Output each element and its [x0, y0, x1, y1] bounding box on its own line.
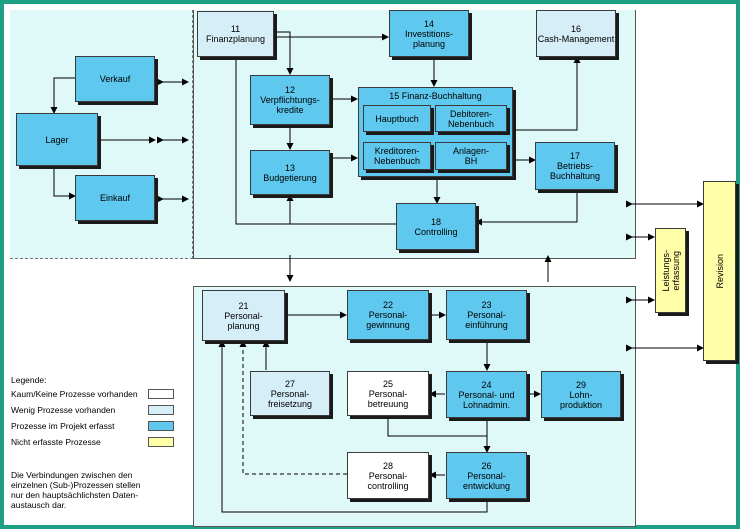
legend-label-few: Wenig Prozesse vorhanden: [11, 405, 116, 415]
box-14-investitionsplanung: 14 Investitions- planung: [389, 10, 469, 57]
box-17-betriebsbuchhaltung: 17 Betriebs- Buchhaltung: [535, 142, 615, 190]
box-28-personalcontrolling: 28 Personal- controlling: [347, 452, 429, 499]
legend-label-none: Kaum/Keine Prozesse vorhanden: [11, 389, 138, 399]
legend-swatch-few: [148, 405, 174, 415]
legend-note: Die Verbindungen zwischen den einzelnen …: [11, 470, 141, 510]
box-24-personal-lohnadmin: 24 Personal- und Lohnadmin.: [446, 371, 527, 418]
edge-verkauf-lager: [50, 74, 81, 114]
edge-28-21: [239, 340, 347, 475]
box-lager: Lager: [16, 113, 98, 166]
box-kreditoren-nebenbuch: Kreditoren- Nebenbuch: [363, 142, 431, 170]
box-leistungserfassung: Leistungs- erfassung: [655, 228, 686, 313]
legend-label-not-captured: Nicht erfasste Prozesse: [11, 437, 101, 447]
legend-swatch-captured: [148, 421, 174, 431]
box-22-personalgewinnung: 22 Personal- gewinnung: [347, 290, 429, 340]
box-18-controlling: 18 Controlling: [396, 203, 476, 250]
edge-11-12: [274, 31, 294, 75]
edge-18-11: [232, 49, 396, 225]
edge-17-18: [475, 190, 578, 226]
edge-15-16: [512, 56, 581, 131]
box-anlagen-bh: Anlagen- BH: [435, 142, 507, 170]
box-29-lohnproduktion: 29 Lohn- produktion: [541, 371, 621, 418]
legend-swatch-none: [148, 389, 174, 399]
revision-label: Revision: [714, 253, 725, 289]
box-11-finanzplanung: 11 Finanzplanung: [197, 11, 274, 57]
legend-label-captured: Prozesse im Projekt erfasst: [11, 421, 115, 431]
legend-swatch-not-captured: [148, 437, 174, 447]
box-12-verpflichtungskredite: 12 Verpflichtungs- kredite: [250, 75, 330, 125]
box-hauptbuch: Hauptbuch: [363, 105, 431, 132]
box-13-budgetierung: 13 Budgetierung: [250, 150, 330, 195]
box-revision: Revision: [703, 181, 736, 361]
edge-lager-einkauf: [50, 160, 76, 200]
edge-25-26-a: [387, 416, 487, 437]
box-debitoren-nebenbuch: Debitoren- Nebenbuch: [435, 105, 507, 132]
box-16-cash-management: 16 Cash-Management: [536, 10, 616, 57]
box-26-personalentwicklung: 26 Personal- entwicklung: [446, 452, 527, 499]
box-27-personalfreisetzung: 27 Personal- freisetzung: [250, 371, 330, 416]
legend-title: Legende:: [11, 375, 47, 385]
box-verkauf: Verkauf: [75, 56, 155, 102]
edge-26-21: [218, 340, 488, 513]
leistungserfassung-label: Leistungs- erfassung: [660, 249, 681, 292]
box-einkauf: Einkauf: [75, 175, 155, 221]
box-25-personalbetreuung: 25 Personal- betreuung: [347, 371, 429, 416]
box-21-personalplanung: 21 Personal- planung: [202, 290, 285, 341]
box-23-personaleinfuehrung: 23 Personal- einführung: [446, 290, 527, 340]
